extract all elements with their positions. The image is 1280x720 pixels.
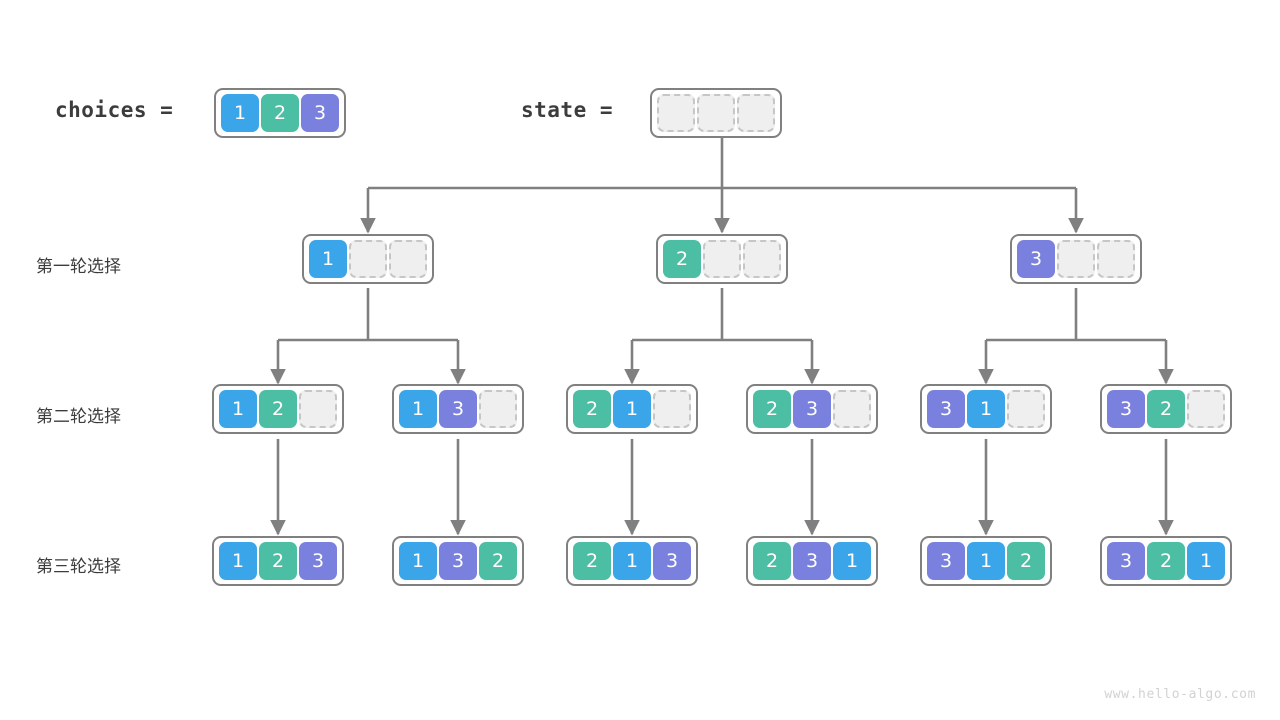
node-r1-2-cell-2 bbox=[743, 240, 781, 278]
node-r3-6-cell-2: 1 bbox=[1187, 542, 1225, 580]
node-r3-1-cell-2: 3 bbox=[299, 542, 337, 580]
node-r2-6-cell-1: 2 bbox=[1147, 390, 1185, 428]
node-r2-1-cell-2 bbox=[299, 390, 337, 428]
state-array bbox=[650, 88, 782, 138]
node-r1-1-cell-2 bbox=[389, 240, 427, 278]
node-r1-3-cell-2 bbox=[1097, 240, 1135, 278]
node-r3-5-cell-0: 3 bbox=[927, 542, 965, 580]
node-r3-3-cell-2: 3 bbox=[653, 542, 691, 580]
choices-cell-2: 3 bbox=[301, 94, 339, 132]
row-label-round-2: 第二轮选择 bbox=[36, 407, 121, 427]
node-r3-5-cell-1: 1 bbox=[967, 542, 1005, 580]
node-r1-3-cell-1 bbox=[1057, 240, 1095, 278]
node-r3-4-cell-2: 1 bbox=[833, 542, 871, 580]
row-label-round-1: 第一轮选择 bbox=[36, 257, 121, 277]
node-r3-2-cell-1: 3 bbox=[439, 542, 477, 580]
node-r2-2-cell-0: 1 bbox=[399, 390, 437, 428]
node-r2-3-cell-2 bbox=[653, 390, 691, 428]
node-r2-2-cell-1: 3 bbox=[439, 390, 477, 428]
state-cell-0 bbox=[657, 94, 695, 132]
choices-label: choices = bbox=[55, 98, 174, 122]
node-r1-2-cell-0: 2 bbox=[663, 240, 701, 278]
node-r3-2-cell-2: 2 bbox=[479, 542, 517, 580]
node-r2-3-cell-1: 1 bbox=[613, 390, 651, 428]
node-r2-5-cell-0: 3 bbox=[927, 390, 965, 428]
node-r2-6-cell-2 bbox=[1187, 390, 1225, 428]
node-r2-3-cell-0: 2 bbox=[573, 390, 611, 428]
node-r3-1-cell-0: 1 bbox=[219, 542, 257, 580]
node-r1-2-cell-1 bbox=[703, 240, 741, 278]
node-r3-6-cell-1: 2 bbox=[1147, 542, 1185, 580]
choices-cell-0: 1 bbox=[221, 94, 259, 132]
node-r1-1-cell-1 bbox=[349, 240, 387, 278]
node-r2-2-cell-2 bbox=[479, 390, 517, 428]
node-round-1-1: 1 bbox=[302, 234, 434, 284]
node-r3-4-cell-0: 2 bbox=[753, 542, 791, 580]
node-r2-6-cell-0: 3 bbox=[1107, 390, 1145, 428]
row-label-round-3: 第三轮选择 bbox=[36, 557, 121, 577]
node-r2-4-cell-1: 3 bbox=[793, 390, 831, 428]
node-r1-3-cell-0: 3 bbox=[1017, 240, 1055, 278]
node-round-1-2: 2 bbox=[656, 234, 788, 284]
node-r3-1-cell-1: 2 bbox=[259, 542, 297, 580]
state-label: state = bbox=[521, 98, 614, 122]
node-r3-5-cell-2: 2 bbox=[1007, 542, 1045, 580]
choices-cell-1: 2 bbox=[261, 94, 299, 132]
state-cell-1 bbox=[697, 94, 735, 132]
node-r3-6-cell-0: 3 bbox=[1107, 542, 1145, 580]
node-r2-5-cell-1: 1 bbox=[967, 390, 1005, 428]
node-r2-4-cell-2 bbox=[833, 390, 871, 428]
node-r3-3-cell-0: 2 bbox=[573, 542, 611, 580]
node-r3-4-cell-1: 3 bbox=[793, 542, 831, 580]
node-r2-4-cell-0: 2 bbox=[753, 390, 791, 428]
node-r2-1-cell-1: 2 bbox=[259, 390, 297, 428]
node-r3-3-cell-1: 1 bbox=[613, 542, 651, 580]
node-r3-2-cell-0: 1 bbox=[399, 542, 437, 580]
watermark: www.hello-algo.com bbox=[1104, 687, 1256, 702]
node-round-1-3: 3 bbox=[1010, 234, 1142, 284]
node-r1-1-cell-0: 1 bbox=[309, 240, 347, 278]
node-r2-5-cell-2 bbox=[1007, 390, 1045, 428]
node-r2-1-cell-0: 1 bbox=[219, 390, 257, 428]
state-cell-2 bbox=[737, 94, 775, 132]
